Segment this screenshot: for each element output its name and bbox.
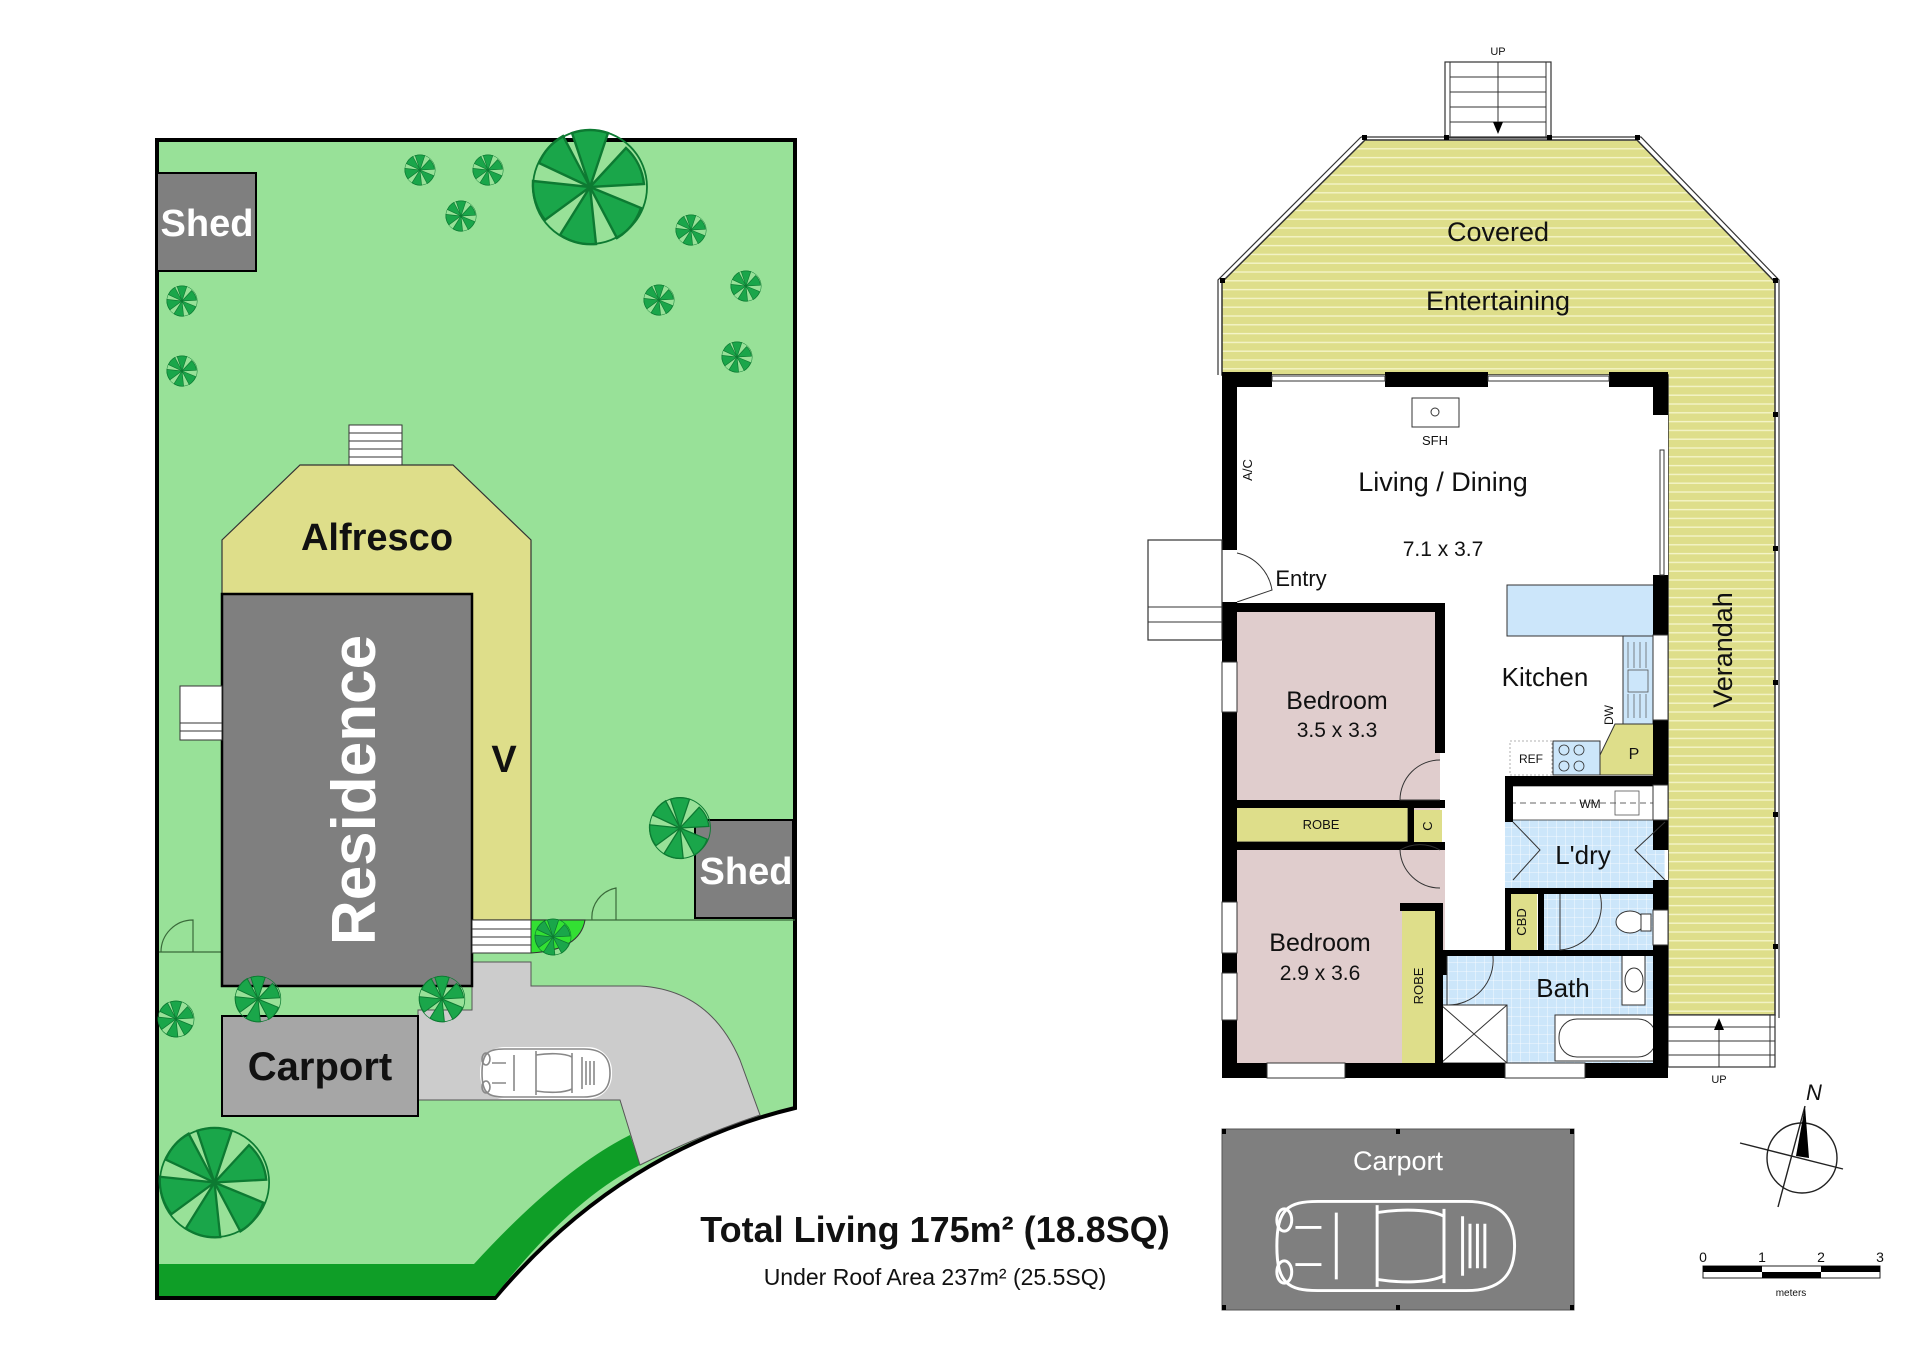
fridge — [1509, 740, 1553, 776]
scale-tick: 1 — [1758, 1249, 1766, 1265]
residence-label: Residence — [320, 635, 389, 945]
side-stair — [179, 685, 223, 741]
wm-label: WM — [1579, 797, 1600, 811]
kitchen-label: Kitchen — [1502, 662, 1589, 692]
front-stair — [471, 919, 532, 954]
alfresco-label: Alfresco — [301, 517, 453, 559]
stair-top-label: UP — [1490, 46, 1505, 58]
entry-label: Entry — [1275, 566, 1326, 591]
carport-posts — [1222, 1129, 1574, 1310]
shed-right-label: Shed — [700, 851, 793, 893]
stair-right-label: UP — [1711, 1074, 1726, 1086]
scale-unit: meters — [1776, 1288, 1807, 1299]
scale-tick: 3 — [1876, 1249, 1884, 1265]
sfh-fireplace — [1411, 397, 1460, 428]
pantry — [1599, 723, 1656, 776]
kitchen-sink — [1622, 635, 1654, 725]
laundry — [1505, 820, 1665, 892]
alfresco-stair — [348, 424, 403, 466]
dw-label: DW — [1602, 704, 1616, 725]
shed-top-label: Shed — [161, 203, 254, 245]
verandah-label: Verandah — [1708, 592, 1738, 708]
living-label: Living / Dining — [1358, 467, 1528, 497]
bedroom-2-label: Bedroom — [1269, 929, 1370, 957]
bath-label: Bath — [1536, 973, 1590, 1003]
sfh-label: SFH — [1422, 433, 1448, 448]
north-label: N — [1806, 1080, 1822, 1105]
covered-label: Covered — [1447, 217, 1549, 247]
carport-site-label: Carport — [248, 1045, 392, 1089]
bathtub — [1554, 1014, 1661, 1062]
floor-plan: UP Covered Entertaining Verandah UP — [1147, 46, 1780, 1311]
carport-floor-label: Carport — [1353, 1146, 1444, 1176]
ac-label: A/C — [1240, 459, 1255, 481]
carport-site — [221, 1015, 419, 1117]
car-icon — [479, 1046, 613, 1100]
total-living: Total Living 175m² (18.8SQ) — [700, 1209, 1169, 1250]
bedroom-2-size: 2.9 x 3.6 — [1280, 962, 1361, 985]
toilet — [1615, 910, 1645, 934]
doors — [1236, 552, 1666, 1006]
stair-top: UP — [1444, 46, 1552, 139]
walls — [1222, 372, 1668, 1078]
bedroom-1-label: Bedroom — [1286, 687, 1387, 715]
cbd-cupboard — [1507, 894, 1537, 950]
deck-posts — [1220, 135, 1778, 949]
scale-tick: 0 — [1699, 1249, 1707, 1265]
shed-top — [156, 172, 257, 272]
cooktop — [1552, 740, 1601, 776]
compass-icon: N — [1739, 1080, 1844, 1208]
robe-2-label: ROBE — [1411, 967, 1426, 1004]
residence — [220, 592, 474, 988]
under-roof-area: Under Roof Area 237m² (25.5SQ) — [764, 1264, 1107, 1290]
robe-1-label: ROBE — [1303, 817, 1340, 832]
bedroom-1-size: 3.5 x 3.3 — [1297, 719, 1378, 742]
stair-right: UP — [1667, 1014, 1776, 1086]
gate-left — [160, 919, 194, 953]
deck-railing — [1217, 136, 1780, 1018]
sink-drainer — [1627, 642, 1647, 718]
entry-stair — [1147, 539, 1223, 641]
cupboard — [1414, 810, 1442, 842]
laundry-tub — [1614, 790, 1640, 816]
garden-bed — [159, 1135, 640, 1296]
living-size: 7.1 x 3.7 — [1403, 538, 1484, 561]
sink-bowl — [1627, 669, 1649, 693]
site-plan: Shed Alfresco V Residence Shed Carport — [155, 128, 797, 1300]
scale-tick: 2 — [1817, 1249, 1825, 1265]
verandah-short-label: V — [491, 739, 517, 781]
cupboard-label: C — [1420, 821, 1435, 830]
cbd-label: CBD — [1514, 908, 1529, 935]
cooktop-burners — [1558, 744, 1585, 772]
windows — [1221, 375, 1669, 1079]
shed-right — [694, 819, 794, 919]
laundry-label: L'dry — [1555, 840, 1611, 870]
scale-bar: 0 1 2 3 meters — [1699, 1249, 1884, 1299]
gate-right — [591, 887, 617, 921]
bedroom-1 — [1235, 610, 1440, 826]
robe-2 — [1402, 910, 1435, 1063]
entertaining-label: Entertaining — [1426, 286, 1570, 316]
ref-label: REF — [1519, 752, 1543, 766]
pantry-label: P — [1629, 746, 1640, 763]
